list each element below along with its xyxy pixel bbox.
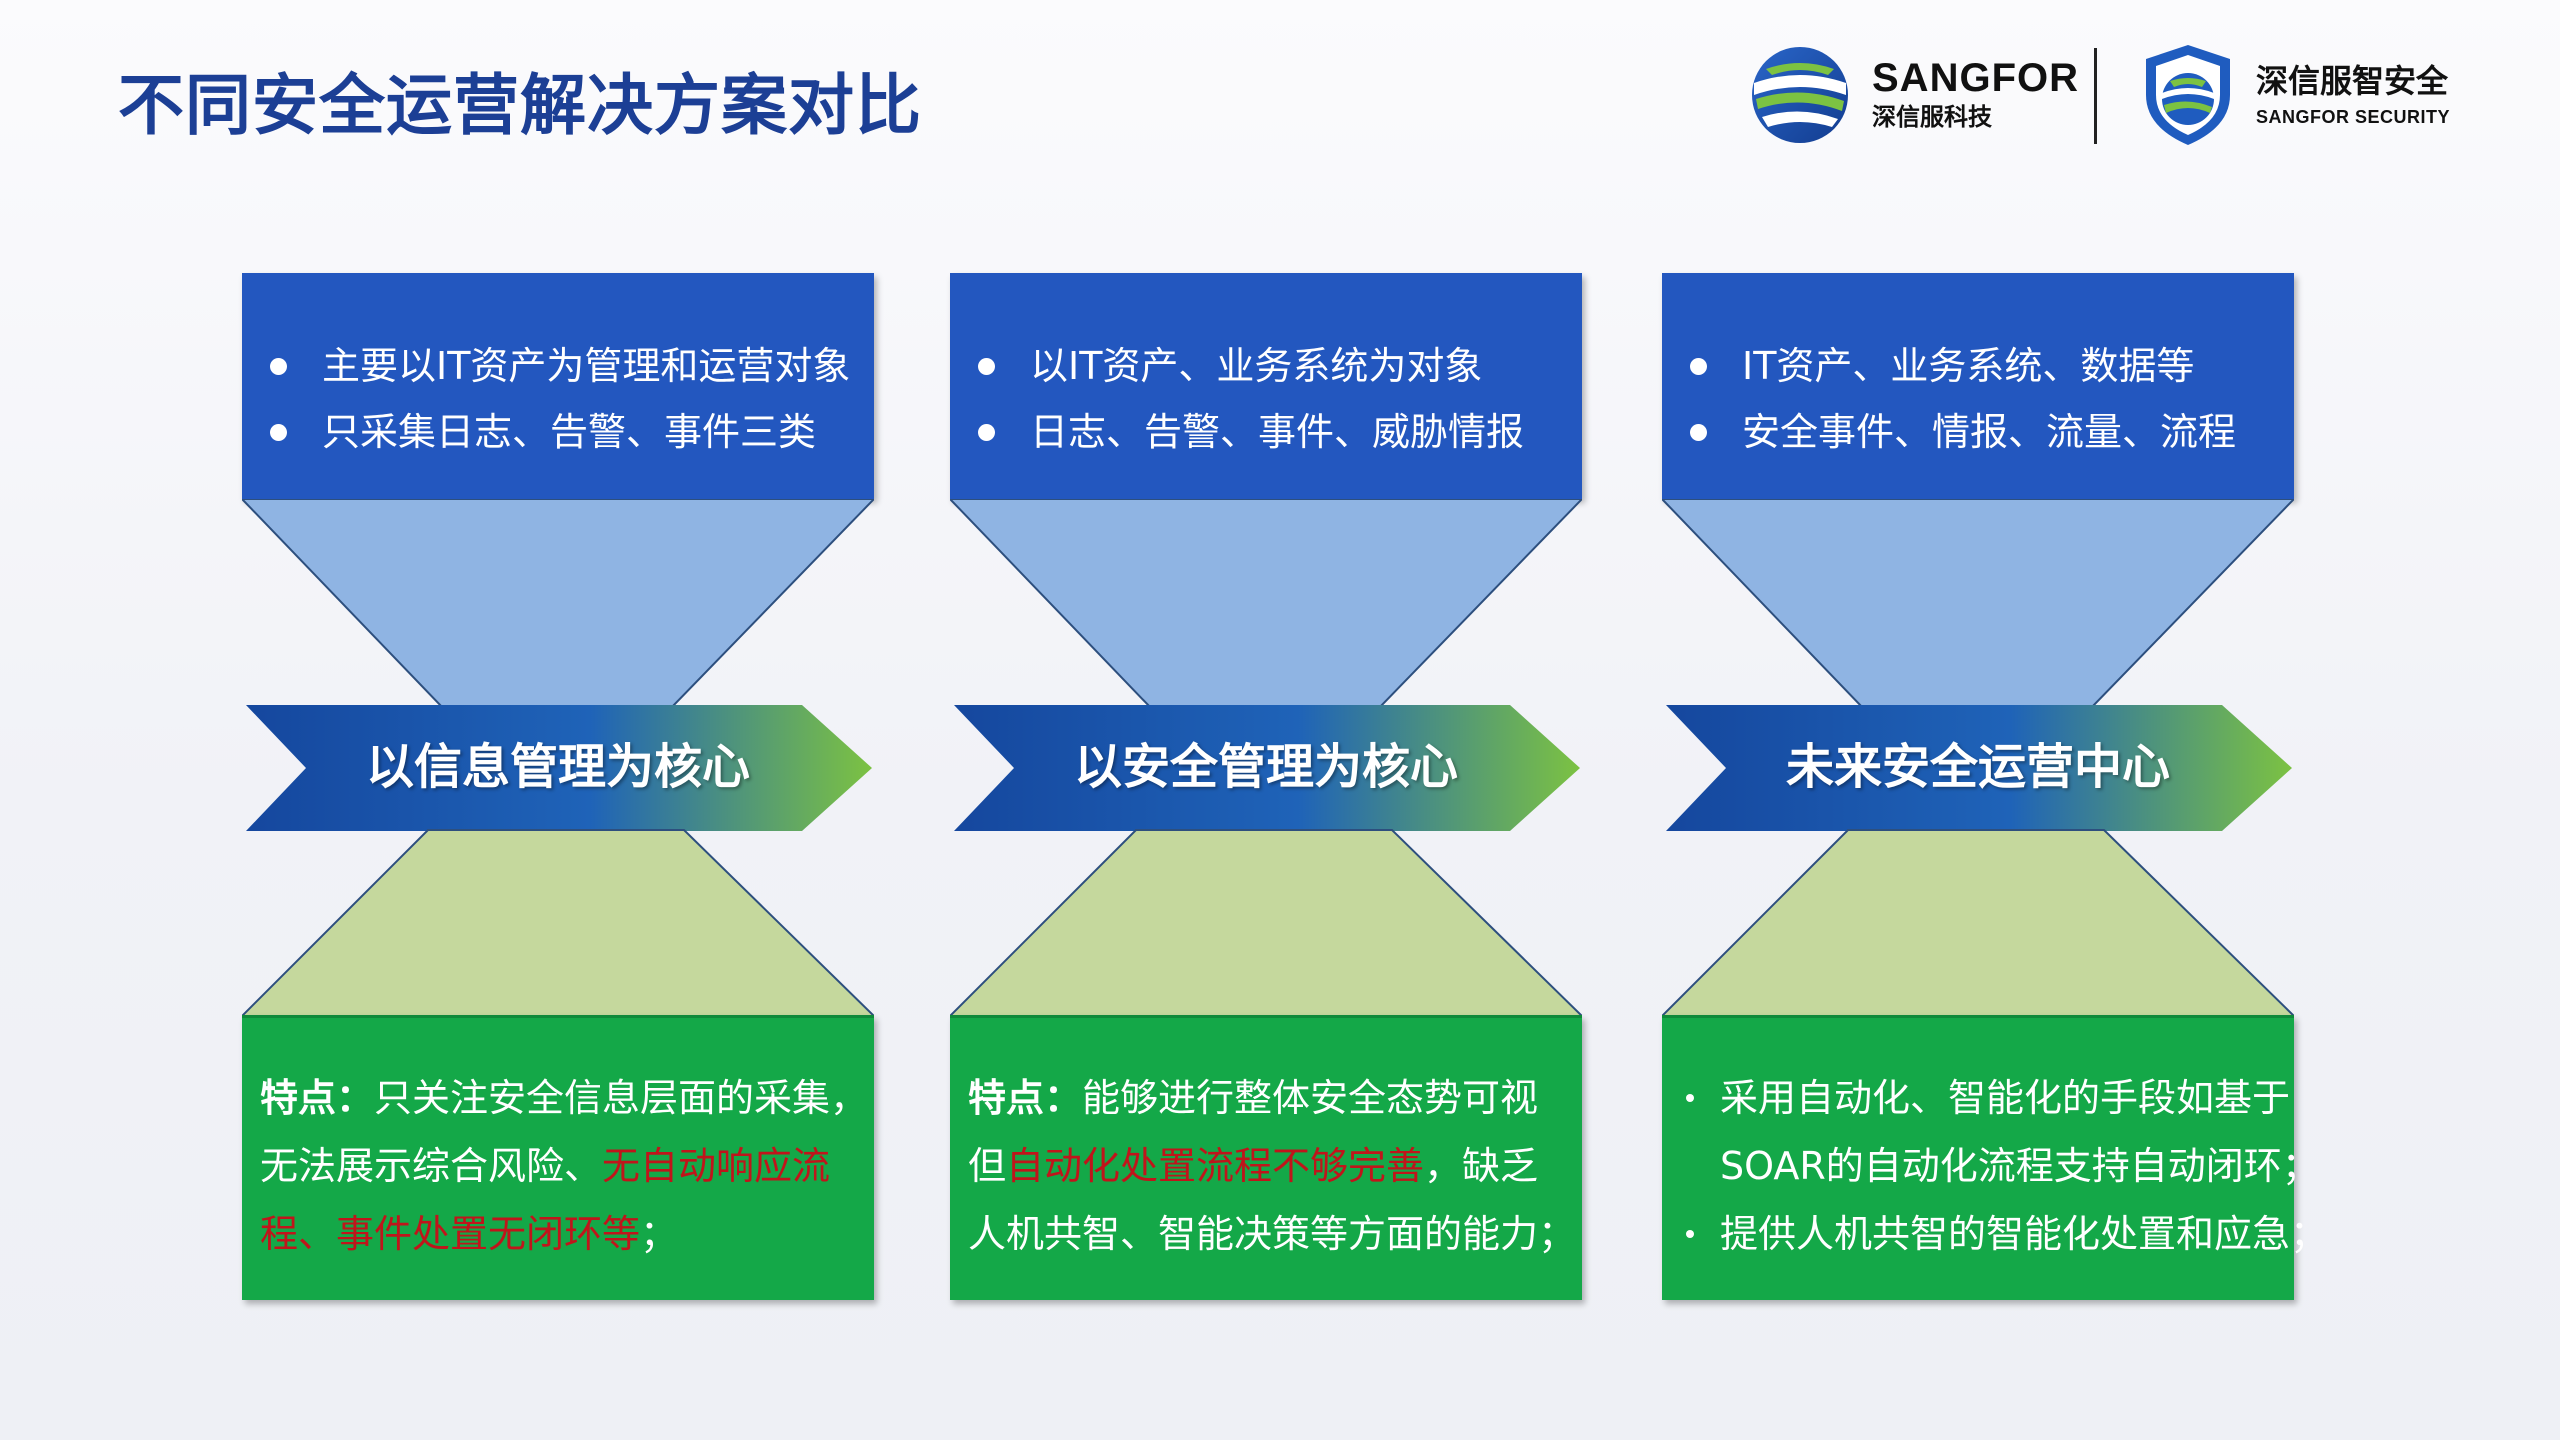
characteristics-line: ； [640,1212,679,1256]
characteristics-line: 能够进行整体安全态势可视 [1082,1076,1539,1120]
scope-item: IT资产、业务系统、数据等 [1686,333,2236,399]
characteristics-label: 特点： [968,1076,1083,1120]
scope-item: 只采集日志、告警、事件三类 [266,399,850,465]
solution-column-2: 以IT资产、业务系统为对象 日志、告警、事件、威胁情报 以安全管理为核心 特点：… [950,273,1582,1313]
sangfor-globe-icon [1752,47,1848,143]
characteristics-line: 无法展示综合风险、 [260,1144,603,1188]
solution-column-3: IT资产、业务系统、数据等 安全事件、情报、流量、流程 未来安全运营中心 采用自… [1662,273,2329,1313]
funnel-bottom-shape [950,829,1582,1017]
scope-item: 以IT资产、业务系统为对象 [974,333,1524,399]
approach-label: 以安全管理为核心 [1073,739,1458,795]
chevron-banner [246,705,872,831]
characteristics-line: 提供人机共智的智能化处置和应急； [1720,1212,2329,1256]
shield-icon [2146,45,2230,145]
funnel-bottom-shape [1662,829,2294,1017]
characteristics-line: 人机共智、智能决策等方面的能力； [968,1212,1577,1256]
characteristics-box: 采用自动化、智能化的手段如基于 SOAR的自动化流程支持自动闭环； 提供人机共智… [1662,1015,2329,1300]
characteristics-highlight: 程、事件处置无闭环等 [260,1212,641,1256]
characteristics-line: ，缺乏 [1424,1144,1539,1188]
characteristics-line: 只关注安全信息层面的采集， [374,1076,869,1120]
scope-item: 主要以IT资产为管理和运营对象 [266,333,850,399]
characteristics-line: 但 [968,1144,1007,1188]
characteristics-box: 特点：能够进行整体安全态势可视 但自动化处置流程不够完善，缺乏 人机共智、智能决… [950,1015,1582,1300]
characteristics-list: 采用自动化、智能化的手段如基于 SOAR的自动化流程支持自动闭环； 提供人机共智… [1680,1064,2329,1268]
logo-security-cn: 深信服智安全 [2256,62,2449,100]
scope-box: 以IT资产、业务系统为对象 日志、告警、事件、威胁情报 [950,273,1582,499]
characteristics-bullet: 采用自动化、智能化的手段如基于 SOAR的自动化流程支持自动闭环； [1680,1064,2320,1200]
approach-label: 未来安全运营中心 [1785,739,2170,795]
solution-column-1: 主要以IT资产为管理和运营对象 只采集日志、告警、事件三类 以信息管理为核心 特… [242,273,874,1313]
page-title: 不同安全运营解决方案对比 [118,67,922,144]
scope-list: 主要以IT资产为管理和运营对象 只采集日志、告警、事件三类 [266,333,850,465]
chevron-banner [1666,705,2292,831]
funnel-top-shape [1662,499,2294,708]
characteristics-text: 特点：只关注安全信息层面的采集， 无法展示综合风险、无自动响应流 程、事件处置无… [260,1064,870,1268]
logo-security-en: SANGFOR SECURITY [2256,107,2451,127]
funnel-bottom-shape [242,829,874,1017]
scope-item: 安全事件、情报、流量、流程 [1686,399,2236,465]
approach-label: 以信息管理为核心 [365,739,750,795]
characteristics-line: SOAR的自动化流程支持自动闭环； [1720,1144,2320,1188]
chevron-banner [954,705,1580,831]
funnel-top-shape [242,499,874,708]
scope-list: 以IT资产、业务系统为对象 日志、告警、事件、威胁情报 [974,333,1524,465]
characteristics-line: 采用自动化、智能化的手段如基于 [1720,1076,2291,1120]
sangfor-security-logo: 深信服智安全 SANGFOR SECURITY [2140,40,2450,150]
scope-item: 日志、告警、事件、威胁情报 [974,399,1524,465]
scope-list: IT资产、业务系统、数据等 安全事件、情报、流量、流程 [1686,333,2236,465]
sangfor-logo: SANGFOR 深信服科技 [1748,40,2079,150]
characteristics-box: 特点：只关注安全信息层面的采集， 无法展示综合风险、无自动响应流 程、事件处置无… [242,1015,874,1300]
characteristics-highlight: 无自动响应流 [602,1144,831,1188]
characteristics-text: 特点：能够进行整体安全态势可视 但自动化处置流程不够完善，缺乏 人机共智、智能决… [968,1064,1578,1268]
characteristics-bullet: 提供人机共智的智能化处置和应急； [1680,1200,2329,1268]
logo-divider [2094,48,2097,144]
logo-brand-en: SANGFOR [1872,56,2079,100]
logo-brand-cn: 深信服科技 [1872,103,1992,131]
scope-box: 主要以IT资产为管理和运营对象 只采集日志、告警、事件三类 [242,273,874,499]
funnel-top-shape [950,499,1582,708]
characteristics-label: 特点： [260,1076,375,1120]
characteristics-highlight: 自动化处置流程不够完善 [1006,1144,1425,1188]
scope-box: IT资产、业务系统、数据等 安全事件、情报、流量、流程 [1662,273,2294,499]
